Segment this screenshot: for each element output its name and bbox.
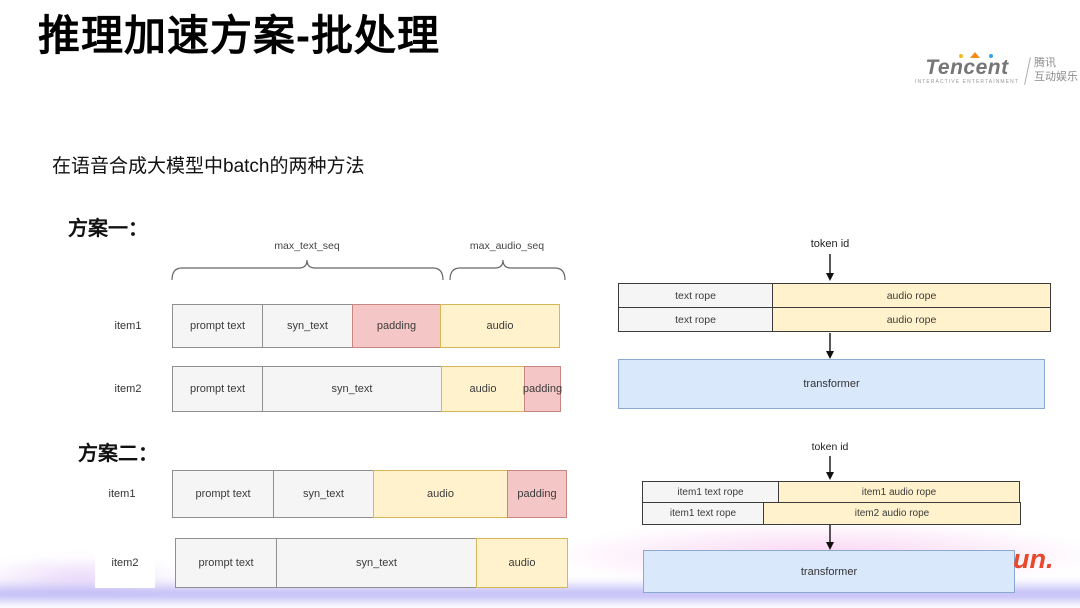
token-id-label: token id <box>811 441 849 453</box>
text-rope-box: text rope <box>618 307 773 332</box>
segment-prompt-text: prompt text <box>172 470 274 518</box>
logo-cn-line1: 腾讯 <box>1034 56 1056 69</box>
tencent-logo: Tencent INTERACTIVE ENTERTAINMENT 腾讯 互动娱… <box>915 52 1078 85</box>
segment-prompt-text: prompt text <box>175 538 277 588</box>
logo-cn-line2: 互动娱乐 <box>1034 70 1078 83</box>
arrow-down-icon <box>826 525 834 550</box>
scheme2-label: 方案二： <box>78 443 158 465</box>
segment-padding: padding <box>523 366 562 412</box>
segment-audio: audio <box>440 304 560 348</box>
scheme1-item2-label: item2 <box>114 383 142 395</box>
brace-icon <box>171 259 566 281</box>
logo-divider <box>1024 56 1031 85</box>
arrow-down-icon <box>826 333 834 359</box>
item1-text-rope-box: item1 text rope <box>642 502 764 525</box>
watermark-text: un. <box>1013 544 1054 574</box>
token-id-label: token id <box>810 238 850 250</box>
scheme2-item1-bar: prompt text syn_text audio padding <box>172 470 567 518</box>
yellow-dot-icon <box>959 54 963 58</box>
scheme2-item2-bar: prompt text syn_text audio <box>175 538 568 588</box>
segment-audio: audio <box>476 538 568 588</box>
item1-text-rope-box: item1 text rope <box>642 481 779 503</box>
audio-rope-box: audio rope <box>772 283 1051 308</box>
blue-dot-icon <box>989 54 993 58</box>
segment-prompt-text: prompt text <box>172 366 263 412</box>
audio-rope-box: audio rope <box>772 307 1051 332</box>
page-title: 推理加速方案-批处理 <box>38 12 440 59</box>
scheme1-label: 方案一： <box>68 218 148 240</box>
logo-brand-text: Tencent <box>925 56 1009 79</box>
segment-syn-text: syn_text <box>262 366 442 412</box>
segment-syn-text: syn_text <box>262 304 353 348</box>
segment-padding: padding <box>352 304 441 348</box>
segment-syn-text: syn_text <box>273 470 374 518</box>
intro-text: 在语音合成大模型中batch的两种方法 <box>52 156 365 177</box>
text-rope-box: text rope <box>618 283 773 308</box>
scheme2-item2-label: item2 <box>95 538 155 588</box>
logo-chinese-text: 腾讯 互动娱乐 <box>1034 57 1078 85</box>
arrow-down-icon <box>826 254 834 281</box>
segment-prompt-text: prompt text <box>172 304 263 348</box>
scheme1-item1-bar: prompt text syn_text padding audio <box>172 304 560 348</box>
scheme1-item1-label: item1 <box>114 320 142 332</box>
orange-triangle-icon <box>970 52 980 58</box>
item2-audio-rope-box: item2 audio rope <box>763 502 1021 525</box>
max-text-seq-label: max_text_seq <box>274 240 340 252</box>
scheme1-item2-bar: prompt text syn_text audio padding <box>172 366 562 412</box>
arrow-down-icon <box>826 456 834 480</box>
tencent-logo-wordmark: Tencent INTERACTIVE ENTERTAINMENT <box>915 52 1019 85</box>
transformer-box: transformer <box>618 359 1045 409</box>
segment-padding: padding <box>507 470 567 518</box>
transformer-box: transformer <box>643 550 1015 593</box>
max-audio-seq-label: max_audio_seq <box>469 240 545 252</box>
logo-accent-dots-icon <box>959 52 999 60</box>
item1-audio-rope-box: item1 audio rope <box>778 481 1020 503</box>
segment-syn-text: syn_text <box>276 538 477 588</box>
segment-audio: audio <box>441 366 525 412</box>
logo-tagline: INTERACTIVE ENTERTAINMENT <box>915 79 1019 85</box>
segment-audio: audio <box>373 470 508 518</box>
scheme2-item1-label: item1 <box>108 488 136 500</box>
